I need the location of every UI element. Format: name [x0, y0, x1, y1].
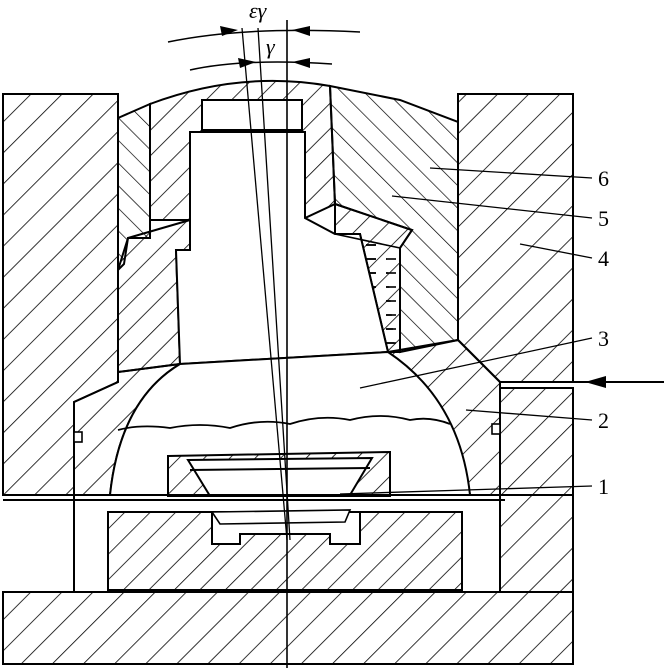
centerlines — [241, 20, 291, 668]
angle-arcs — [167, 26, 361, 71]
callout-1: 1 — [598, 474, 609, 499]
outer-wall-right — [457, 93, 574, 593]
callout-3: 3 — [598, 326, 609, 351]
callout-4: 4 — [598, 246, 609, 271]
leader-lines — [339, 167, 593, 495]
base-plate — [2, 591, 574, 665]
sprue-bush — [149, 79, 337, 221]
angle-label-gamma: γ — [266, 34, 276, 59]
insert-seat — [167, 450, 391, 498]
callout-5: 5 — [598, 206, 609, 231]
callout-2: 2 — [598, 408, 609, 433]
callout-6: 6 — [598, 166, 609, 191]
arrow-icon — [585, 376, 660, 388]
angle-label-eps-gamma: εγ — [249, 0, 268, 23]
